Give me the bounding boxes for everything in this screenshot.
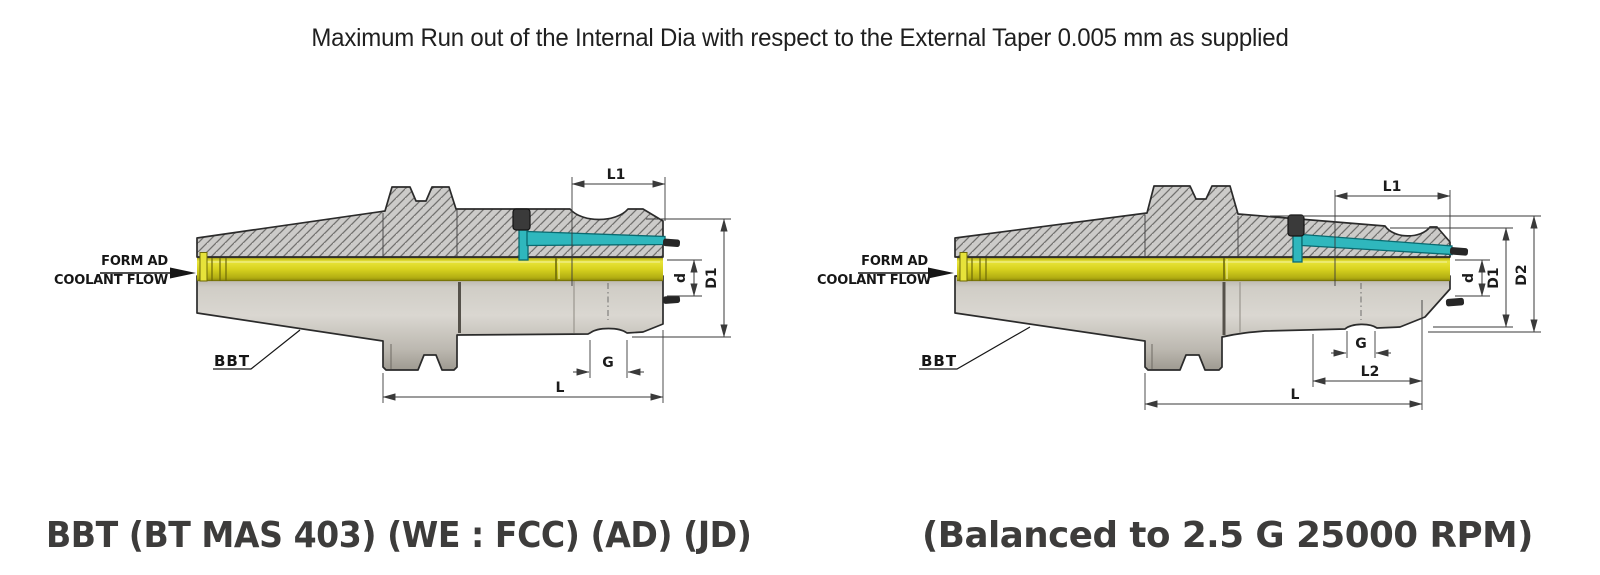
caption-left: BBT (BT MAS 403) (WE : FCC) (AD) (JD) [46,515,752,556]
set-screw [512,208,531,231]
dim-label-l: L [1291,387,1300,403]
tool-body-right [954,275,1451,371]
coolant-bore-band [197,257,663,281]
coolant-flow-arrow [170,267,196,279]
form-ad-label: FORM AD [101,254,168,269]
dim-label-l1: L1 [607,167,626,183]
dim-label-d1: D1 [1486,267,1502,288]
dimensions-right: L1 d D1 D2 G [1144,179,1541,410]
annotations-right: FORM AD COOLANT FLOW BBT [817,254,1031,370]
thread-ring [199,252,208,282]
bbt-leader-line [213,329,301,370]
drawing-title: Maximum Run out of the Internal Dia with… [311,24,1289,52]
part-label-bbt: BBT [214,352,250,370]
bbt-leader-line [919,326,1031,370]
dim-label-g: G [1355,336,1367,352]
coolant-outlet-top [662,238,681,248]
tool-section-left [196,186,664,258]
coolant-outlet-bottom [662,295,681,304]
tool-diagram-left: L1 d D1 G L FORM [54,167,731,403]
dim-label-d1: D1 [704,267,720,288]
annotations-left: FORM AD COOLANT FLOW BBT [54,254,301,370]
set-screw [1287,214,1305,237]
coolant-bore-band [957,257,1450,281]
tool-diagram-right: L1 d D1 D2 G [817,179,1541,410]
form-ad-label: FORM AD [861,254,928,269]
coolant-flow-arrow [928,267,954,279]
dimensions-left: L1 d D1 G L [382,167,731,403]
dim-label-l1: L1 [1383,179,1402,195]
dim-label-g: G [602,355,614,371]
dim-label-l2: L2 [1361,364,1380,380]
caption-right: (Balanced to 2.5 G 25000 RPM) [922,515,1533,556]
dim-label-d: d [1461,273,1477,283]
part-label-bbt: BBT [921,352,957,370]
coolant-outlet-bottom [1445,297,1465,307]
coolant-flow-label: COOLANT FLOW [54,273,168,288]
thread-ring [959,252,968,282]
dim-label-d2: D2 [1514,264,1530,285]
dim-label-d: d [673,273,689,283]
tool-body-left [196,275,664,371]
coolant-outlet-top [1449,247,1469,256]
coolant-channel-vertical [1292,233,1303,263]
coolant-flow-label: COOLANT FLOW [817,273,931,288]
dim-label-l: L [556,380,565,396]
